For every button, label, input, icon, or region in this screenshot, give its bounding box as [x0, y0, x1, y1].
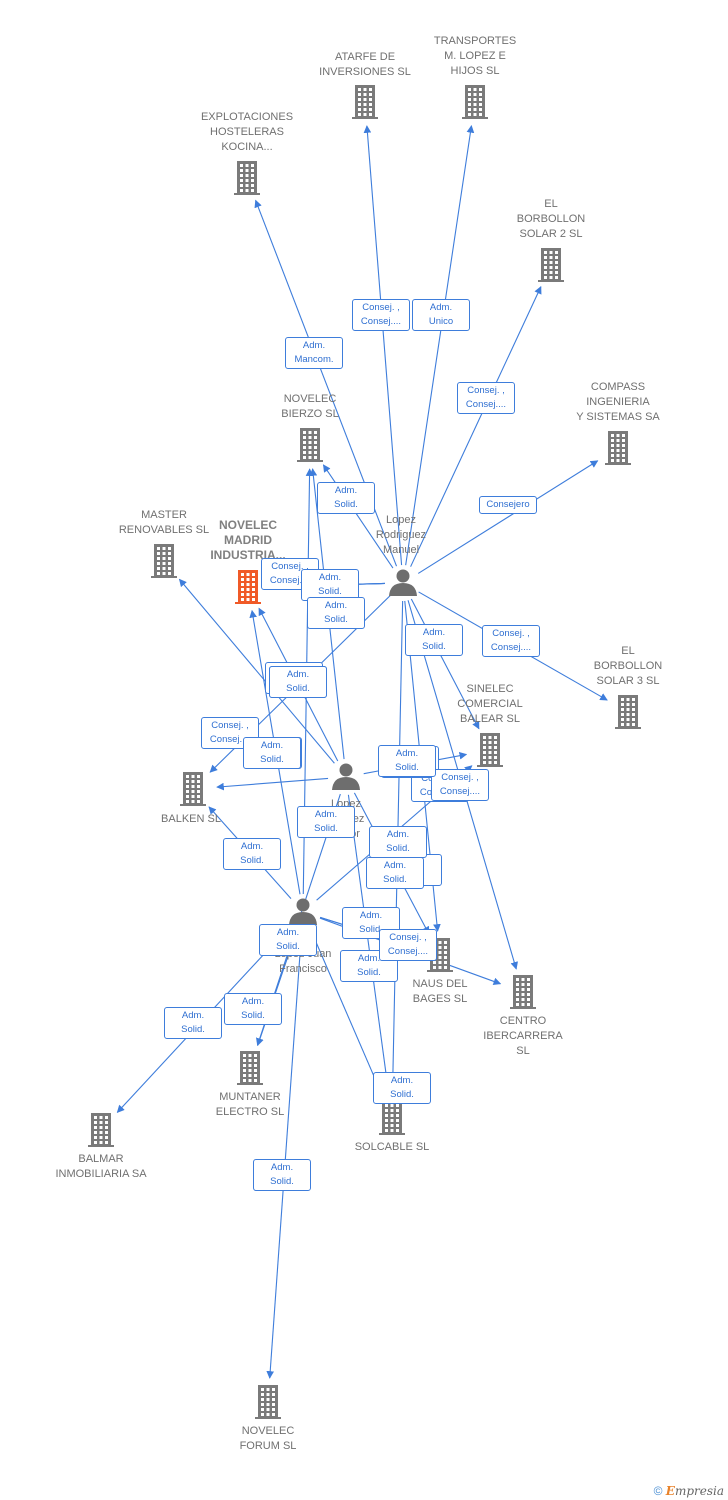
brand-logo[interactable]: Empresia — [665, 1484, 724, 1498]
edge-label[interactable]: Adm. Solid. — [317, 482, 375, 514]
edge-juan-solcable — [309, 928, 384, 1097]
node-label-balmar[interactable]: BALMAR INMOBILIARIA SA — [55, 1153, 147, 1180]
edge-label[interactable]: Consej. , Consej.... — [457, 382, 515, 414]
node-label-madrid[interactable]: NOVELEC MADRID INDUSTRIA... — [210, 518, 286, 562]
node-label-solcable[interactable]: SOLCABLE SL — [354, 1141, 430, 1153]
edge-label[interactable]: Adm. Solid. — [301, 569, 359, 601]
footer: © Empresia — [654, 1484, 724, 1498]
edge-label[interactable]: Adm. Solid. — [366, 857, 424, 889]
edge-label[interactable]: Adm. Solid. — [373, 1072, 431, 1104]
node-label-borbollon2[interactable]: EL BORBOLLON SOLAR 2 SL — [516, 198, 586, 240]
edge-label[interactable]: Adm. Solid. — [224, 993, 282, 1025]
edge-juan-forum — [266, 929, 303, 1379]
edge-victor-balken — [216, 777, 329, 791]
edge-manuel-atarfe — [363, 125, 403, 566]
building-icon[interactable] — [379, 1101, 405, 1135]
edge-label[interactable]: Adm. Solid. — [259, 924, 317, 956]
building-icon[interactable] — [234, 161, 260, 195]
building-icon[interactable] — [605, 431, 631, 465]
edge-label[interactable]: Adm. Solid. — [243, 737, 301, 769]
node-label-bierzo[interactable]: NOVELEC BIERZO SL — [281, 393, 339, 420]
node-label-centro[interactable]: CENTRO IBERCARRERA SL — [483, 1015, 563, 1057]
edge-label[interactable]: Consej. , Consej.... — [431, 769, 489, 801]
building-icon[interactable] — [235, 570, 261, 604]
node-label-explotaciones[interactable]: EXPLOTACIONES HOSTELERAS KOCINA... — [200, 111, 294, 153]
edge-manuel-borbollon2 — [410, 286, 542, 567]
edge-manuel-compass — [417, 460, 599, 574]
node-label-master[interactable]: MASTER RENOVABLES SL — [118, 509, 210, 536]
edge-label[interactable]: Adm. Unico — [412, 299, 470, 331]
node-label-forum[interactable]: NOVELEC FORUM SL — [239, 1425, 297, 1452]
building-icon[interactable] — [462, 85, 488, 119]
nodes-layer — [88, 85, 641, 1419]
edge-label[interactable]: Adm. Solid. — [164, 1007, 222, 1039]
node-label-sinelec[interactable]: SINELEC COMERCIAL BALEAR SL — [457, 683, 523, 725]
copyright-icon: © — [653, 1484, 663, 1498]
edge-label[interactable]: Adm. Mancom. — [285, 337, 343, 369]
person-icon[interactable] — [389, 569, 417, 597]
building-icon[interactable] — [615, 695, 641, 729]
edge-label[interactable]: Consej. , Consej.... — [379, 929, 437, 961]
node-label-compass[interactable]: COMPASS INGENIERIA Y SISTEMAS SA — [576, 381, 660, 423]
building-icon[interactable] — [477, 733, 503, 767]
building-icon[interactable] — [352, 85, 378, 119]
edge-victor-solcable — [347, 794, 392, 1095]
building-icon[interactable] — [538, 248, 564, 282]
edge-label[interactable]: Adm. Solid. — [297, 806, 355, 838]
edge-label[interactable]: Adm. Solid. — [223, 838, 281, 870]
building-icon[interactable] — [510, 975, 536, 1009]
node-label-manuel[interactable]: Lopez Rodriguez Manuel — [375, 514, 427, 556]
edge-label[interactable]: Adm. Solid. — [405, 624, 463, 656]
node-label-atarfe[interactable]: ATARFE DE INVERSIONES SL — [319, 51, 411, 78]
edge-manuel-transportes — [405, 124, 475, 566]
node-label-transportes[interactable]: TRANSPORTES M. LOPEZ E HIJOS SL — [433, 35, 517, 77]
edge-label[interactable]: Adm. Solid. — [307, 597, 365, 629]
edge-label[interactable]: Adm. Solid. — [369, 826, 427, 858]
person-icon[interactable] — [289, 898, 317, 926]
building-icon[interactable] — [151, 544, 177, 578]
building-icon[interactable] — [255, 1385, 281, 1419]
edge-label[interactable]: Adm. Solid. — [269, 666, 327, 698]
building-icon[interactable] — [180, 772, 206, 806]
edge-label[interactable]: Consej. , Consej.... — [482, 625, 540, 657]
building-icon[interactable] — [297, 428, 323, 462]
node-label-balken[interactable]: BALKEN SL — [161, 813, 221, 825]
node-label-naus[interactable]: NAUS DEL BAGES SL — [412, 978, 468, 1005]
edge-manuel-sinelec — [410, 598, 480, 730]
node-label-muntaner[interactable]: MUNTANER ELECTRO SL — [215, 1091, 285, 1118]
edge-label[interactable]: Adm. Solid. — [378, 745, 436, 777]
building-icon[interactable] — [237, 1051, 263, 1085]
edge-victor-master — [178, 578, 335, 764]
edge-label[interactable]: Consejero — [479, 496, 537, 514]
building-icon[interactable] — [88, 1113, 114, 1147]
edge-label[interactable]: Adm. Solid. — [253, 1159, 311, 1191]
node-label-borbollon3[interactable]: EL BORBOLLON SOLAR 3 SL — [593, 645, 663, 687]
person-icon[interactable] — [332, 763, 360, 791]
edge-label[interactable]: Consej. , Consej.... — [352, 299, 410, 331]
